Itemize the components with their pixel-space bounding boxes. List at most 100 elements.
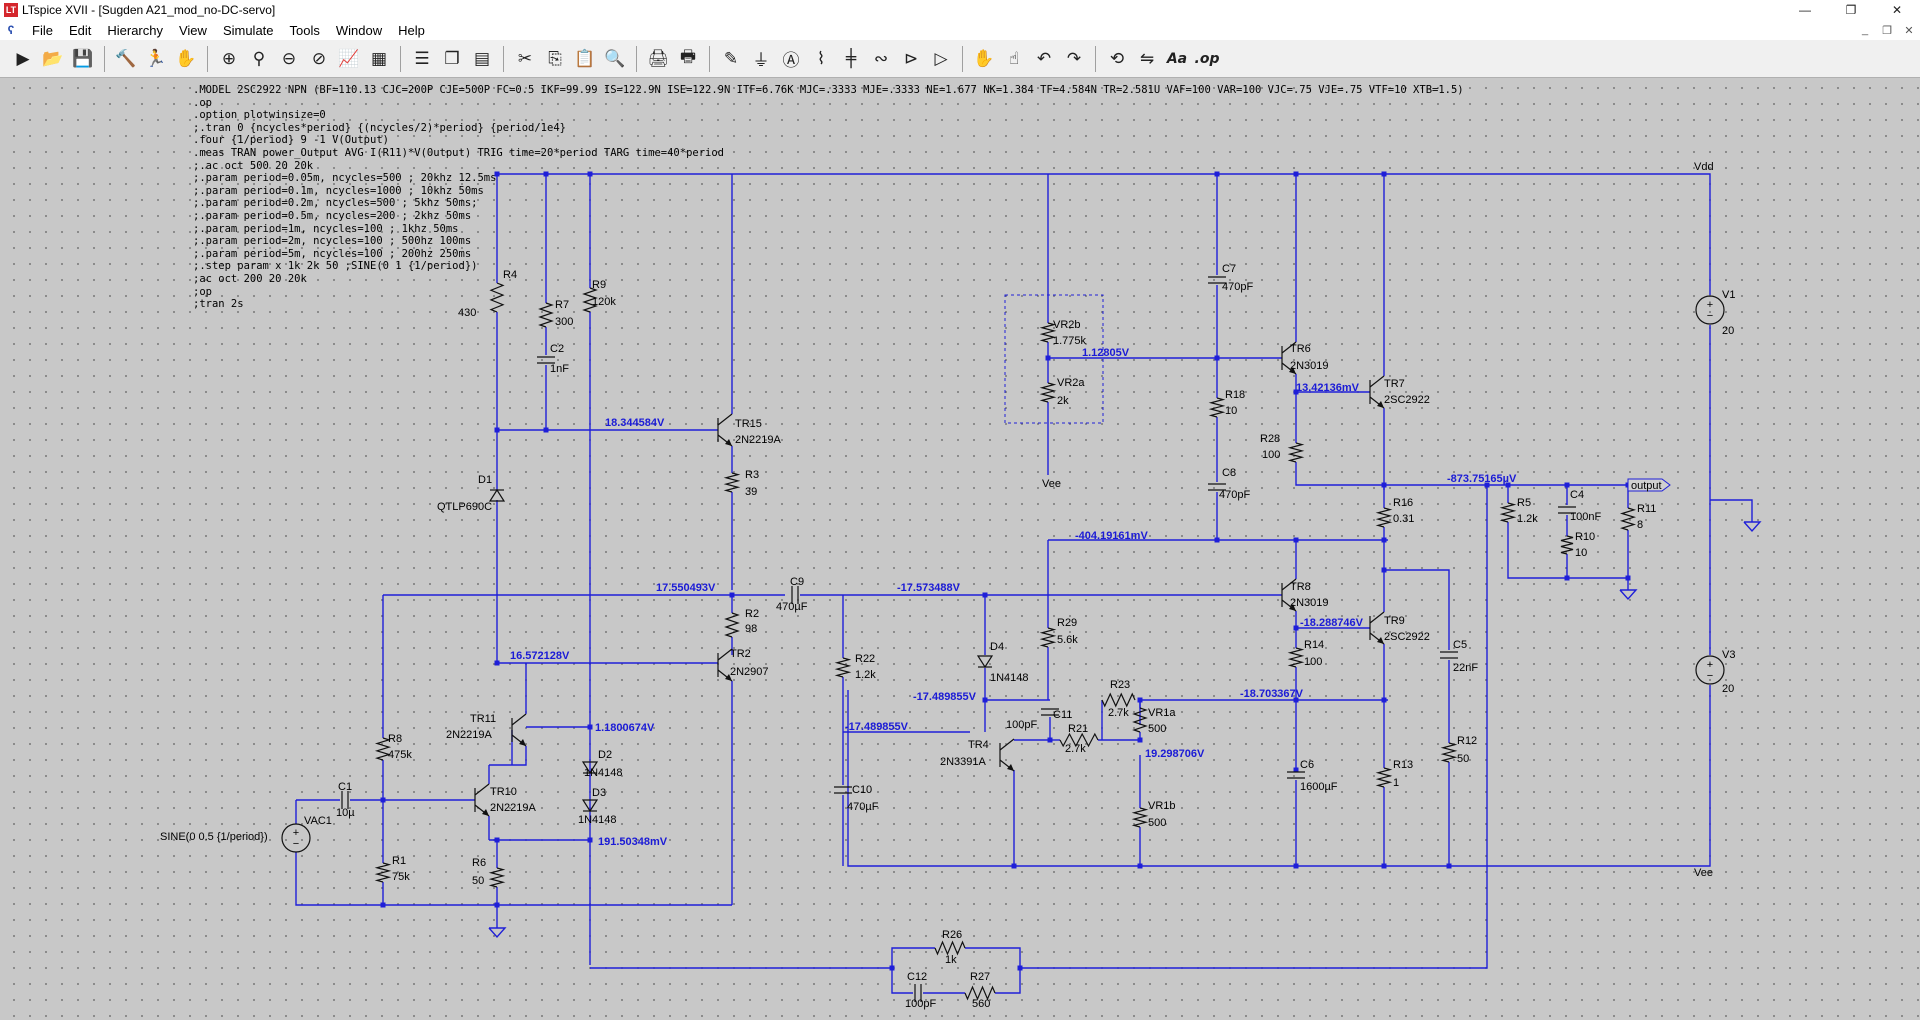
minimize-icon[interactable]: —	[1799, 3, 1811, 17]
directive-line[interactable]: ;tran 2s	[193, 298, 244, 311]
directive-line[interactable]: .option plotwinsize=0	[193, 109, 326, 122]
vac1-source: +	[293, 827, 299, 839]
find-icon[interactable]: 🔍	[604, 48, 626, 69]
move-icon[interactable]: ✋	[973, 48, 995, 69]
junction-dot	[1564, 482, 1570, 488]
zoom-in-icon[interactable]: ⊕	[221, 48, 237, 69]
document-icon[interactable]: ʕ	[7, 23, 15, 37]
draw-wire-icon[interactable]: ✎	[723, 48, 739, 69]
run-stop-icon[interactable]: 🏃	[145, 48, 167, 69]
menu-view[interactable]: View	[178, 22, 207, 38]
rotate-icon[interactable]: ⟲	[1109, 48, 1125, 69]
node-voltage: 17.550493V	[656, 582, 716, 594]
tr10-value: 2N2219A	[490, 802, 537, 814]
junction-dot	[587, 171, 593, 177]
vr2-enclosure	[1004, 294, 1104, 424]
directive-line[interactable]: .MODEL 2SC2922 NPN (BF=110.13 CJC=200P C…	[193, 84, 1464, 96]
r7-resistor	[538, 302, 554, 328]
directive-line[interactable]: ;.step param x 1k 2k 50 ;SINE(0 1 {1/per…	[193, 260, 478, 273]
directive-line[interactable]: .four {1/period} 9 -1 V(Output)	[193, 134, 389, 147]
r21-value: 2.7k	[1065, 743, 1086, 755]
control-panel-icon[interactable]: 🔨	[115, 48, 137, 69]
inductor-icon[interactable]: ∾	[873, 48, 889, 69]
directive-line[interactable]: ;.param period=2m, ncycles=100 ; 500hz 1…	[193, 235, 472, 248]
wire	[891, 947, 935, 968]
tile-horizontal-icon[interactable]: ☰	[414, 48, 430, 69]
directive-line[interactable]: ;ac oct 200 20 20k	[193, 272, 307, 285]
directive-line[interactable]: ;.param period=0.1m, ncycles=1000 ; 10kh…	[193, 184, 484, 197]
vr1b-ref: VR1b	[1148, 800, 1176, 812]
print-icon[interactable]: 🖨	[647, 48, 669, 69]
directive-line[interactable]: .meas TRAN power_Output AVG I(R11)*V(Out…	[193, 146, 725, 159]
wire	[497, 173, 1711, 295]
menu-file[interactable]: File	[32, 22, 53, 38]
directive-line[interactable]: ;.param period=0.5m, ncycles=200 ; 2khz …	[193, 209, 472, 222]
spice-directives[interactable]: .MODEL 2SC2922 NPN (BF=110.13 CJC=200P C…	[193, 84, 1464, 311]
directive-line[interactable]: ;.param period=1m, ncycles=100 ; 1khz 50…	[193, 222, 459, 235]
directive-line[interactable]: .op	[193, 96, 212, 109]
vr1b-value: 500	[1148, 817, 1166, 829]
directive-line[interactable]: ;.param period=5m, ncycles=100 ; 200hz 2…	[193, 247, 472, 260]
paste-icon[interactable]: 📋	[574, 48, 596, 69]
c6-ref: C6	[1300, 759, 1314, 771]
doc-minimize-icon[interactable]: _	[1861, 23, 1869, 36]
spice-directive-icon[interactable]: .op	[1194, 50, 1220, 67]
save-icon[interactable]: 💾	[72, 48, 94, 69]
menu-hierarchy[interactable]: Hierarchy	[107, 22, 163, 38]
c9-ref: C9	[790, 576, 804, 588]
open-icon[interactable]: 📂	[42, 48, 64, 69]
component-icon[interactable]: ▷	[934, 48, 948, 69]
pan-icon[interactable]: ✋	[175, 48, 197, 69]
zoom-cancel-icon[interactable]: ⊘	[311, 48, 327, 69]
doc-restore-icon[interactable]: ❐	[1882, 24, 1892, 37]
tr15-ref: TR15	[735, 418, 762, 430]
directive-line[interactable]: ;.tran 0 {ncycles*period} {(ncycles/2)*p…	[193, 121, 566, 134]
toolbar-separator	[636, 45, 637, 72]
menu-help[interactable]: Help	[398, 22, 425, 38]
wire	[1507, 530, 1628, 579]
label-net-icon[interactable]: Ⓐ	[782, 51, 800, 71]
mirror-icon[interactable]: ⇋	[1139, 48, 1155, 69]
r2-ref: R2	[745, 608, 759, 620]
print-setup-icon[interactable]: 🖶	[679, 47, 697, 67]
waveform-icon[interactable]: 📈	[338, 48, 360, 69]
wire	[847, 685, 1711, 867]
directive-line[interactable]: ;op	[193, 285, 212, 298]
autorange-icon[interactable]: ▦	[370, 48, 388, 69]
undo-icon[interactable]: ↶	[1036, 48, 1052, 69]
directive-line[interactable]: ;.param period=0.05m, ncycles=500 ; 20kh…	[193, 172, 497, 185]
r1-resistor	[374, 862, 392, 883]
v1-source: +	[1707, 299, 1713, 311]
node-voltage: 13.42136mV	[1296, 382, 1360, 394]
copy-icon[interactable]: ⎘	[548, 48, 562, 69]
ground-icon[interactable]: ⏚	[752, 51, 770, 71]
resistor-icon[interactable]: ⌇	[816, 48, 826, 69]
ground-icon	[1619, 589, 1638, 601]
toolbar-separator	[709, 45, 710, 72]
tr9-ref: TR9	[1384, 615, 1405, 627]
r4-value: 430	[458, 307, 476, 319]
zoom-full-icon[interactable]: ⚲	[252, 48, 266, 69]
zoom-out-icon[interactable]: ⊖	[281, 48, 297, 69]
schematic-canvas[interactable]: .MODEL 2SC2922 NPN (BF=110.13 CJC=200P C…	[0, 78, 1920, 1020]
cascade-icon[interactable]: ❐	[444, 48, 460, 69]
directive-line[interactable]: ;.ac oct 500 20 20k	[193, 159, 314, 172]
menu-window[interactable]: Window	[335, 22, 383, 38]
drag-icon[interactable]: ☝	[1008, 48, 1020, 69]
tr4-value: 2N3391A	[940, 756, 987, 768]
menu-tools[interactable]: Tools	[289, 22, 320, 38]
restore-icon[interactable]: ❐	[1845, 3, 1857, 17]
capacitor-icon[interactable]: ╪	[845, 48, 857, 69]
text-icon[interactable]: Aa	[1166, 50, 1188, 67]
menu-simulate[interactable]: Simulate	[222, 22, 274, 38]
r6-value: 50	[472, 875, 484, 887]
doc-close-icon[interactable]: ✕	[1904, 24, 1914, 37]
cut-icon[interactable]: ✂	[517, 48, 533, 69]
directive-line[interactable]: ;.param period=0.2m, ncycles=500 ; 5khz …	[193, 197, 478, 210]
diode-icon[interactable]: ⊳	[903, 48, 919, 69]
redo-icon[interactable]: ↷	[1066, 48, 1082, 69]
tile-vertical-icon[interactable]: ▤	[473, 48, 491, 69]
menu-edit[interactable]: Edit	[68, 22, 92, 38]
close-icon[interactable]: ✕	[1891, 3, 1903, 17]
run-icon[interactable]: ▶	[16, 48, 30, 69]
